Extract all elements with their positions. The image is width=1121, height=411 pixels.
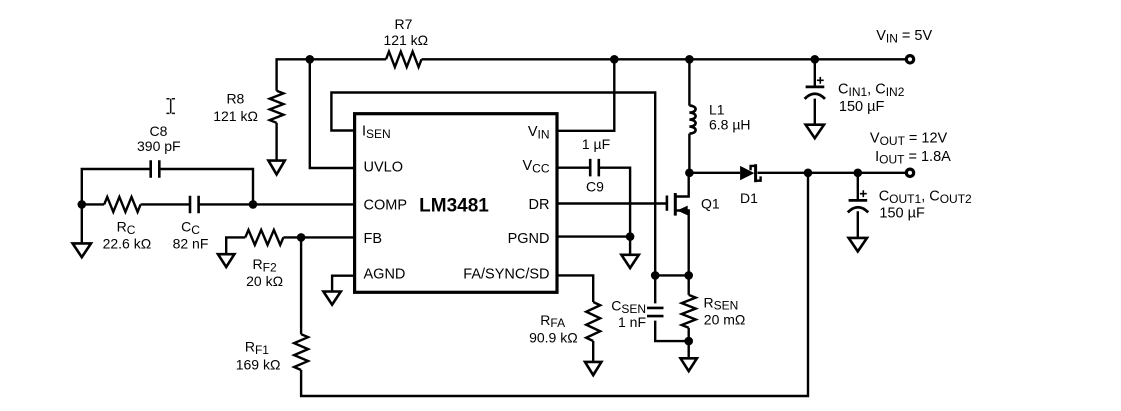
svg-text:FA/SYNC/SD: FA/SYNC/SD	[463, 266, 549, 282]
svg-text:20 kΩ: 20 kΩ	[246, 273, 283, 289]
svg-text:Q1: Q1	[701, 196, 720, 212]
svg-text:82 nF: 82 nF	[173, 235, 209, 251]
svg-text:RC​: RC​	[117, 219, 136, 237]
svg-text:169 kΩ: 169 kΩ	[236, 356, 281, 372]
svg-text:C9: C9	[586, 178, 604, 194]
svg-text:ISEN​: ISEN​	[362, 124, 391, 141]
svg-text:CC​: CC​	[181, 219, 200, 237]
svg-text:D1: D1	[740, 190, 758, 206]
svg-text:20 mΩ: 20 mΩ	[704, 311, 746, 327]
svg-text:L1: L1	[709, 102, 725, 118]
svg-text:121 kΩ: 121 kΩ	[383, 32, 428, 48]
svg-text:COMP: COMP	[364, 198, 408, 214]
svg-text:121 kΩ: 121 kΩ	[213, 108, 258, 124]
svg-text:R8: R8	[226, 90, 244, 106]
svg-text:IOUT​ = 1.8A: IOUT​ = 1.8A	[875, 149, 951, 166]
svg-text:COUT1​, COUT2​: COUT1​, COUT2​	[879, 188, 972, 205]
svg-text:150 µF: 150 µF	[879, 206, 925, 222]
svg-text:DR: DR	[529, 197, 550, 213]
svg-text:1 nF: 1 nF	[618, 314, 646, 330]
svg-text:FB: FB	[364, 231, 383, 247]
svg-text:1 µF: 1 µF	[582, 136, 610, 152]
svg-text:VOUT​ = 12V: VOUT​ = 12V	[870, 130, 948, 147]
svg-text:R7: R7	[395, 16, 413, 32]
svg-text:RF1​: RF1​	[245, 339, 269, 357]
svg-text:UVLO: UVLO	[364, 160, 404, 176]
svg-text:RFA​: RFA​	[540, 312, 565, 330]
svg-text:C8: C8	[150, 123, 168, 139]
svg-text:PGND: PGND	[508, 231, 550, 247]
svg-text:AGND: AGND	[364, 267, 406, 283]
svg-text:LM3481: LM3481	[419, 196, 489, 217]
svg-text:90.9 kΩ: 90.9 kΩ	[529, 330, 578, 346]
svg-text:22.6 kΩ: 22.6 kΩ	[103, 235, 152, 251]
svg-text:CSEN​: CSEN​	[611, 298, 646, 316]
svg-text:VCC​: VCC​	[522, 158, 549, 175]
svg-text:390 pF: 390 pF	[137, 138, 181, 154]
svg-text:150 µF: 150 µF	[839, 99, 885, 115]
svg-text:6.8 µH: 6.8 µH	[709, 117, 751, 133]
svg-text:RF2​: RF2​	[253, 256, 277, 274]
svg-text:CIN1​, CIN2​: CIN1​, CIN2​	[838, 82, 905, 99]
svg-text:VIN​ = 5V: VIN​ = 5V	[876, 28, 932, 45]
svg-text:RSEN​: RSEN​	[704, 294, 739, 312]
svg-text:VIN​: VIN​	[528, 124, 550, 141]
